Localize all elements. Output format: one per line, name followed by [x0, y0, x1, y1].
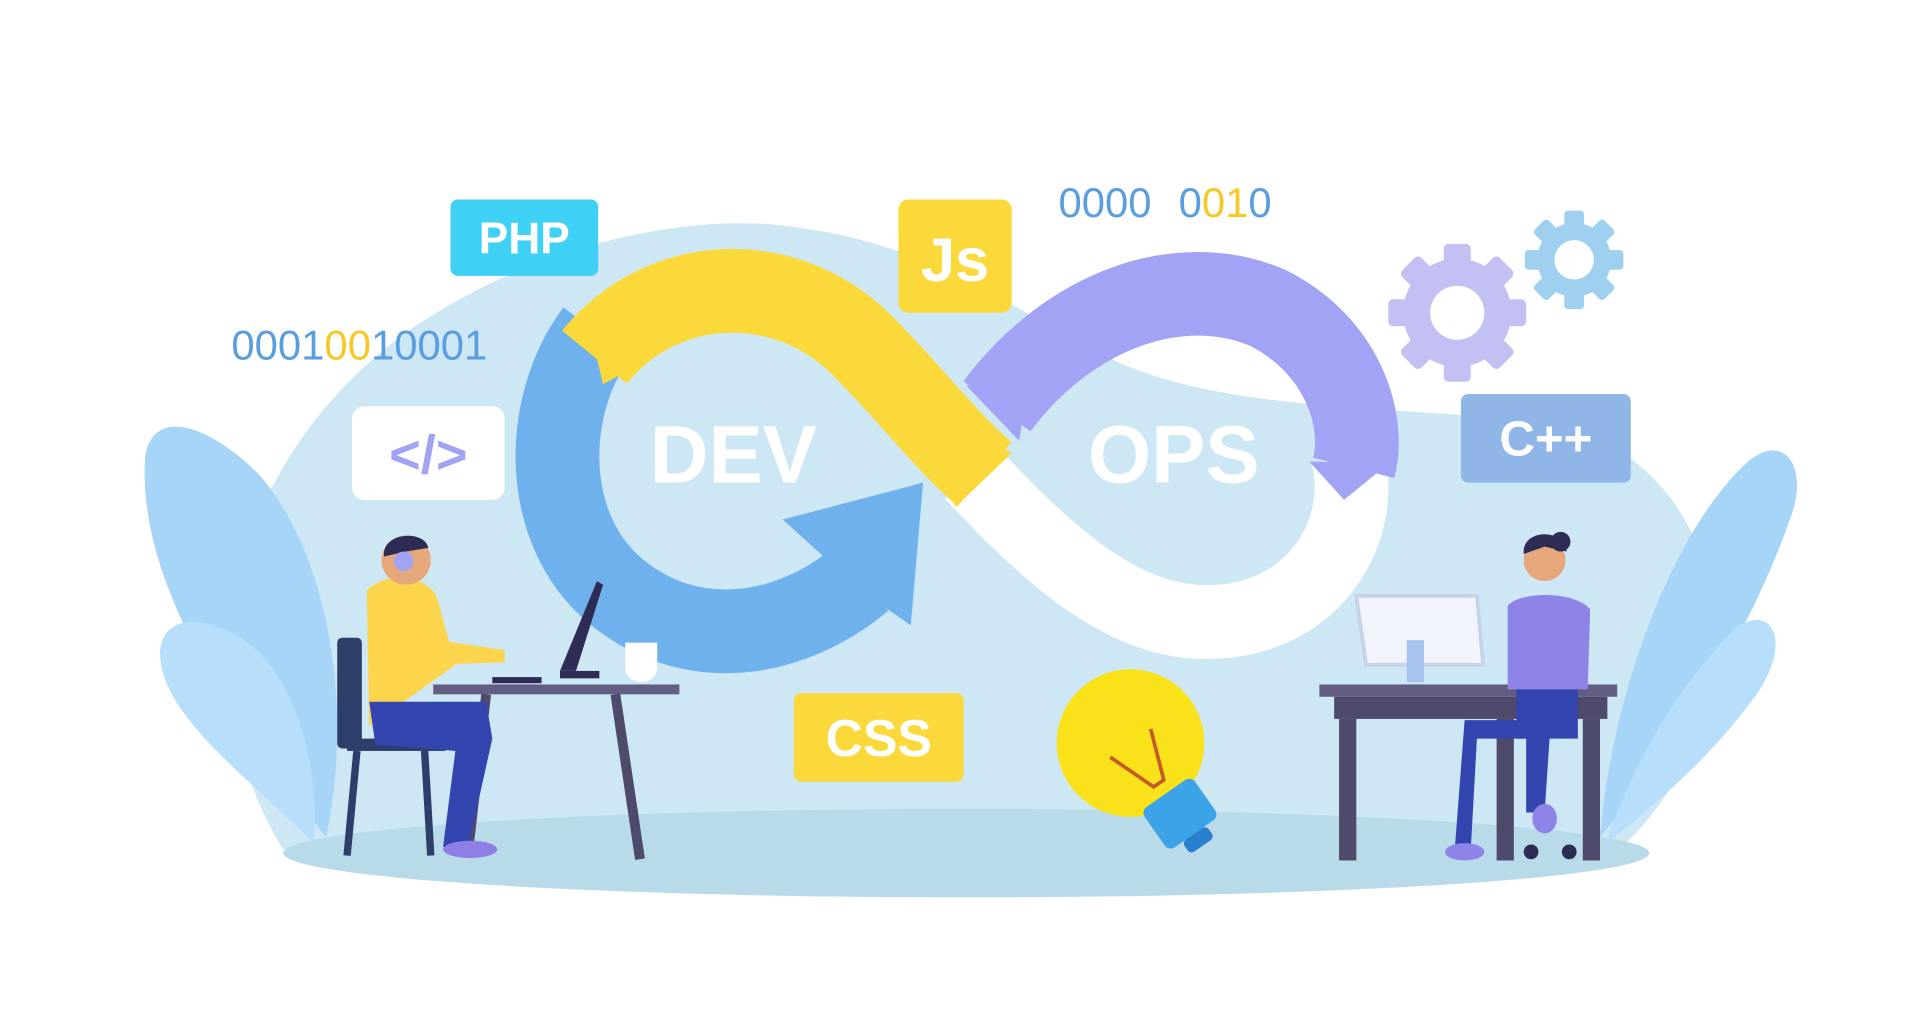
- code-label: </>: [389, 425, 467, 485]
- infinity-ops-arrow: [963, 251, 1399, 478]
- developer-right: [1319, 531, 1618, 861]
- php-badge: PHP: [450, 199, 599, 276]
- code-badge: </>: [352, 406, 505, 500]
- plant-left: [144, 426, 338, 844]
- dev-arrowhead: [782, 482, 924, 626]
- gear-icon-small: [1524, 210, 1624, 310]
- infinity-white-loop: [945, 446, 1389, 660]
- lightbulb-icon: [1056, 669, 1217, 853]
- ops-label: OPS: [1088, 410, 1260, 501]
- js-label: Js: [921, 226, 989, 295]
- css-label: CSS: [826, 709, 932, 767]
- css-badge: CSS: [793, 693, 964, 782]
- yellow-arrowhead: [588, 322, 653, 385]
- gear-icon-large: [1388, 243, 1527, 382]
- floor-shadow: [283, 808, 1650, 898]
- binary-left: 00010010001: [231, 322, 487, 369]
- dev-label: DEV: [650, 410, 817, 501]
- cpp-badge: C++: [1460, 394, 1631, 483]
- developer-left: [337, 535, 680, 860]
- infinity-dev-arrow: [515, 307, 889, 674]
- cpp-label: C++: [1499, 412, 1592, 467]
- plant-right: [1600, 450, 1798, 844]
- php-label: PHP: [479, 215, 570, 264]
- ops-arrowhead: [966, 385, 1028, 441]
- js-badge: Js: [898, 199, 1012, 313]
